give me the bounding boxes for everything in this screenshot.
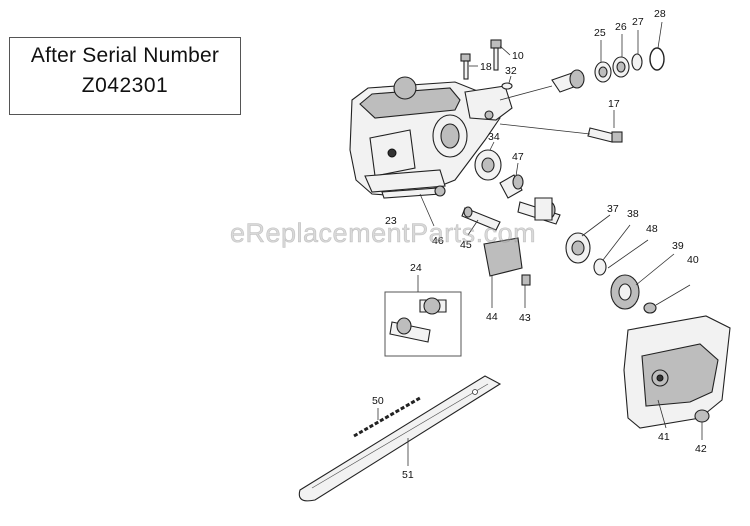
- clutch-48: [607, 239, 649, 269]
- callout-23: 23: [385, 215, 397, 227]
- callout-37: 37: [607, 203, 619, 215]
- sprocket-39: [610, 253, 675, 310]
- bolt-17: [499, 110, 623, 143]
- nut-40: [643, 284, 691, 314]
- callout-47: 47: [512, 151, 524, 163]
- callout-45: 45: [460, 239, 472, 251]
- callout-17: 17: [608, 98, 620, 110]
- callout-44: 44: [486, 311, 498, 323]
- serial-number-note: After Serial Number Z042301: [9, 37, 241, 115]
- washer-32: [501, 75, 513, 90]
- output-shaft-assembly: [499, 69, 585, 101]
- callout-39: 39: [672, 240, 684, 252]
- bearing-26: [612, 34, 630, 78]
- callout-27: 27: [632, 16, 644, 28]
- callout-46: 46: [432, 235, 444, 247]
- bolt-18: [460, 53, 478, 80]
- callout-28: 28: [654, 8, 666, 20]
- washer-27: [631, 30, 643, 71]
- callout-42: 42: [695, 443, 707, 455]
- serial-note-line2: Z042301: [81, 74, 169, 97]
- callout-32: 32: [505, 65, 517, 77]
- callout-26: 26: [615, 21, 627, 33]
- gear-case-housing: [349, 76, 513, 197]
- callout-40: 40: [687, 254, 699, 266]
- saw-chain-50: [353, 396, 421, 438]
- bearing-25: [594, 40, 612, 83]
- callout-51: 51: [402, 469, 414, 481]
- callout-25: 25: [594, 27, 606, 39]
- callout-43: 43: [519, 312, 531, 324]
- callout-38: 38: [627, 208, 639, 220]
- collar-47: [499, 162, 524, 199]
- snap-ring-28: [649, 21, 665, 71]
- chain-cover-41: [623, 315, 731, 429]
- nut-42: [694, 409, 710, 440]
- callout-labels: 10 18 32 25 26 27 28 17 34 47 23 46 45 3…: [372, 8, 707, 481]
- bolt-43: [521, 274, 531, 308]
- pinion-shaft: [517, 197, 561, 225]
- bolt-10: [490, 39, 511, 71]
- callout-48: 48: [646, 223, 658, 235]
- pin-46: [381, 185, 446, 227]
- callout-18: 18: [480, 61, 492, 73]
- guide-bar-51: [298, 375, 502, 502]
- bearing-37: [565, 214, 611, 264]
- callout-24: 24: [410, 262, 422, 274]
- bearing-34: [474, 141, 502, 181]
- callout-41: 41: [658, 431, 670, 443]
- callout-10: 10: [512, 50, 524, 62]
- callout-34: 34: [488, 131, 500, 143]
- washer-38: [593, 224, 631, 276]
- plate-44: [483, 237, 523, 308]
- serial-note-line1: After Serial Number: [30, 44, 220, 67]
- shaft-45: [461, 206, 501, 236]
- callout-50: 50: [372, 395, 384, 407]
- kit-24-box: [384, 275, 462, 357]
- watermark: eReplacementParts.com: [230, 218, 537, 249]
